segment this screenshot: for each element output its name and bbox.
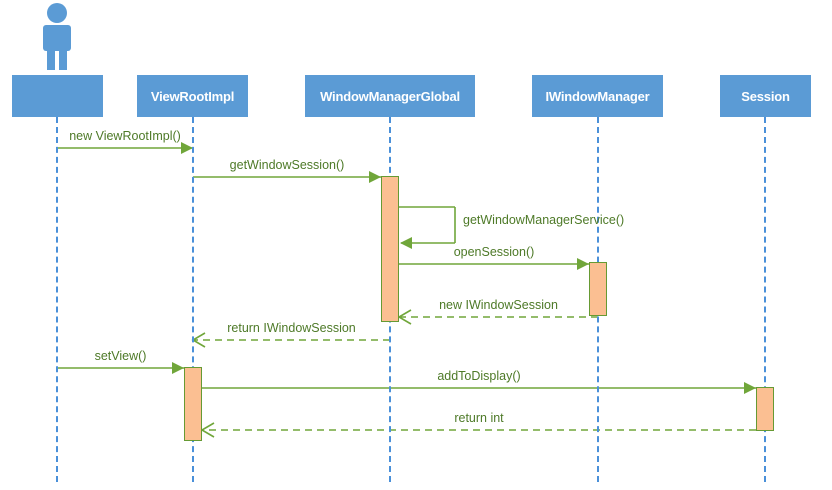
participant-label-session: Session xyxy=(741,88,790,104)
lifeline-actor xyxy=(56,117,58,482)
activation-bar-wmg xyxy=(381,176,399,322)
activation-bar-vri xyxy=(184,367,202,441)
lifeline-vri xyxy=(192,117,194,482)
participant-box-actor[interactable] xyxy=(12,75,103,117)
activation-bar-session xyxy=(756,387,774,431)
message-label-1: new ViewRootImpl() xyxy=(69,129,181,143)
lifeline-session xyxy=(764,117,766,482)
participant-label-vri: ViewRootImpl xyxy=(150,88,235,104)
message-label-9: return int xyxy=(454,411,504,425)
participant-box-iwm[interactable]: IWindowManager xyxy=(532,75,663,117)
activation-bar-iwm xyxy=(589,262,607,316)
participant-label-iwm: IWindowManager xyxy=(545,88,650,104)
message-label-5: new IWindowSession xyxy=(439,298,558,312)
participant-box-vri[interactable]: ViewRootImpl xyxy=(137,75,248,117)
message-label-6: return IWindowSession xyxy=(227,321,356,335)
participant-box-session[interactable]: Session xyxy=(720,75,811,117)
actor-icon xyxy=(35,2,79,70)
message-label-8: addToDisplay() xyxy=(437,369,521,383)
message-label-3: getWindowManagerService() xyxy=(463,213,625,227)
message-label-4: openSession() xyxy=(453,245,535,259)
participant-label-wmg: WindowManagerGlobal xyxy=(320,88,460,104)
message-label-2: getWindowSession() xyxy=(229,158,345,172)
participant-box-wmg[interactable]: WindowManagerGlobal xyxy=(305,75,475,117)
message-label-7: setView() xyxy=(94,349,147,363)
